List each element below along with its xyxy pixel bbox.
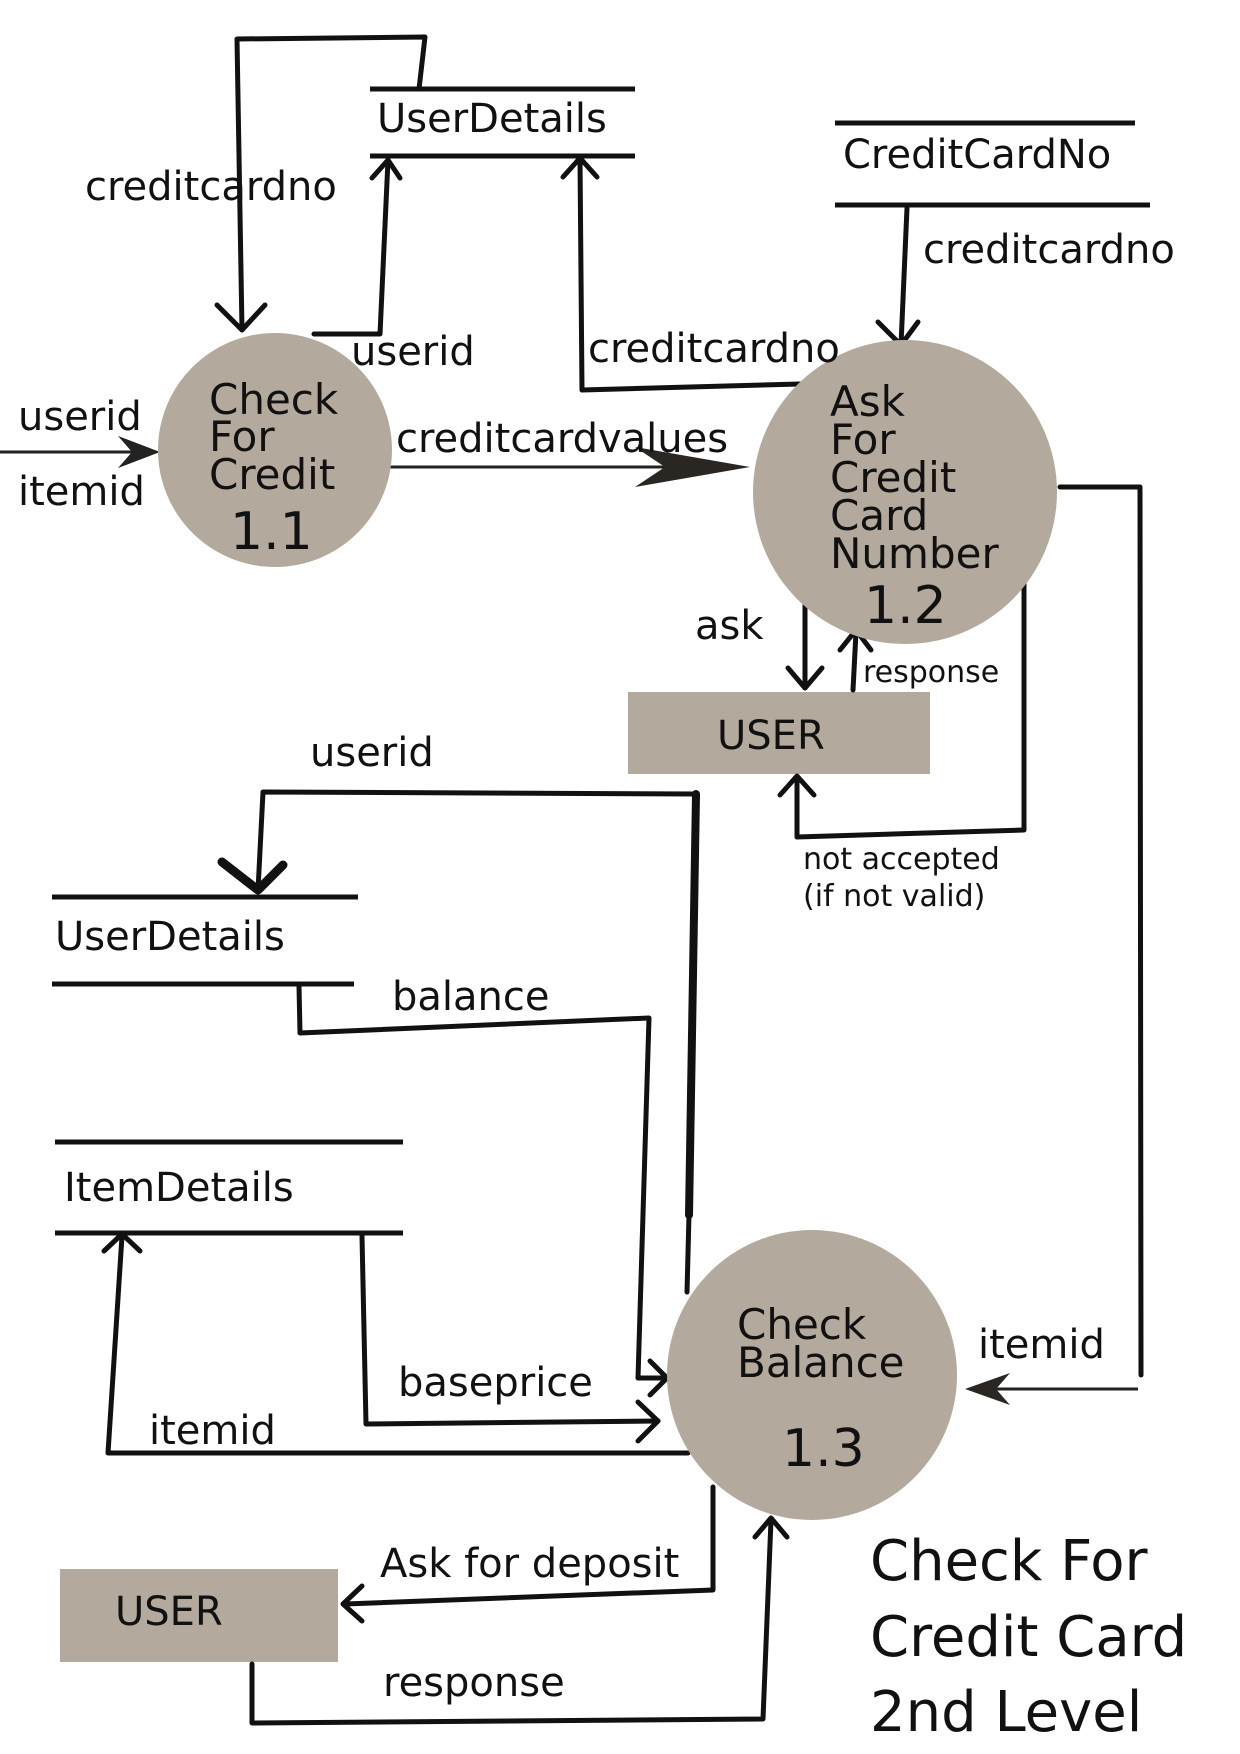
process-ask-for-credit-card-number: Ask For Credit Card Number 1.2 <box>753 340 1057 644</box>
flow-label: not accepted <box>803 842 1000 877</box>
flow-label: response <box>383 1660 565 1706</box>
process-label-line: Balance <box>737 1338 905 1387</box>
process-label-line: Credit <box>830 453 956 502</box>
store-label: ItemDetails <box>64 1165 294 1211</box>
entity-label: USER <box>717 713 825 759</box>
flow-userid-p1-to-store <box>311 157 403 337</box>
flow-label: (if not valid) <box>803 879 985 914</box>
store-userdetails-top: UserDetails <box>370 86 635 159</box>
flow-label: response <box>863 655 999 690</box>
store-label: CreditCardNo <box>843 132 1111 178</box>
process-label-line: For <box>830 415 896 464</box>
process-label-line: Card <box>830 491 928 540</box>
flow-label: userid <box>18 394 142 440</box>
flow-label: itemid <box>149 1408 276 1454</box>
diagram-title: Check For Credit Card 2nd Level <box>870 1529 1187 1745</box>
store-itemdetails: ItemDetails <box>55 1139 403 1236</box>
flow-userid-p3-to-store <box>217 789 700 1295</box>
store-label: UserDetails <box>55 914 285 960</box>
flow-itemid-p2-to-p3 <box>965 484 1144 1405</box>
flow-label: Ask for deposit <box>380 1541 679 1587</box>
flow-creditcardno-p2-to-store <box>560 155 803 393</box>
flow-label: baseprice <box>398 1360 593 1406</box>
process-check-for-credit: Check For Credit 1.1 <box>158 333 392 567</box>
flow-ask <box>785 600 825 691</box>
process-label-line: Number <box>830 529 999 578</box>
entity-user-bottom: USER <box>60 1569 338 1662</box>
store-userdetails-mid: UserDetails <box>52 894 358 987</box>
process-number: 1.2 <box>864 576 947 636</box>
process-label-line: For <box>209 412 275 461</box>
flow-label: itemid <box>978 1322 1105 1368</box>
store-creditcardno: CreditCardNo <box>835 120 1150 208</box>
title-line: 2nd Level <box>870 1680 1142 1745</box>
flow-input-to-p1 <box>0 436 160 468</box>
process-check-balance: Check Balance 1.3 <box>667 1230 957 1520</box>
entity-user-top: USER <box>628 692 930 774</box>
title-line: Check For <box>870 1529 1149 1594</box>
process-label-line: Credit <box>209 450 335 499</box>
process-number: 1.3 <box>782 1419 865 1479</box>
entity-label: USER <box>115 1589 223 1635</box>
process-label-line: Ask <box>830 377 906 426</box>
flow-label: creditcardno <box>923 227 1175 273</box>
flow-ask-for-deposit <box>340 1484 716 1624</box>
flow-baseprice <box>359 1233 661 1444</box>
process-label-line: Check <box>737 1300 867 1349</box>
flow-label: creditcardno <box>85 164 337 210</box>
flow-label: creditcardvalues <box>396 416 728 462</box>
title-line: Credit Card <box>870 1605 1187 1670</box>
flow-label: userid <box>310 730 434 776</box>
flow-label: itemid <box>18 469 145 515</box>
flow-creditcardvalues <box>390 447 750 487</box>
flow-label: balance <box>392 974 549 1020</box>
flow-label: creditcardno <box>588 326 840 372</box>
process-number: 1.1 <box>230 502 313 562</box>
flow-itemid-p3-to-itemstore <box>101 1231 691 1456</box>
flow-creditcardno-store-to-p2 <box>875 205 921 348</box>
store-label: UserDetails <box>377 96 607 142</box>
flow-label: ask <box>695 603 764 649</box>
flow-label: userid <box>351 329 475 375</box>
flow-response-bottom <box>249 1515 790 1726</box>
process-label-line: Check <box>209 375 339 424</box>
flow-balance <box>296 983 670 1398</box>
flow-not-accepted <box>777 579 1027 840</box>
flow-creditcardno-to-p1 <box>214 34 428 333</box>
